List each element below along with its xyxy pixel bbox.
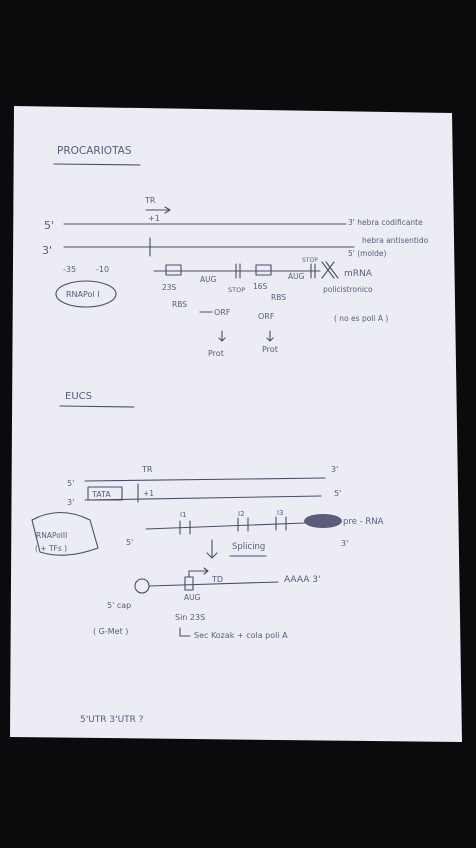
euc-three-prime-pre: 3' xyxy=(341,539,348,548)
prok-five-prime: 5' xyxy=(44,219,54,232)
prok-tr-label: TR xyxy=(144,196,156,205)
euc-scribble-blob xyxy=(304,514,342,528)
procariotas-heading: PROCARIOTAS xyxy=(57,145,132,157)
footer-utr-note: 5'UTR 3'UTR ? xyxy=(80,715,144,725)
euc-splicing-label: Splicing xyxy=(232,542,265,552)
euc-five-cap: 5' cap xyxy=(107,601,131,610)
prok-plus-one: +1 xyxy=(148,214,160,223)
prok-bottom-strand-label-1: hebra antisentido xyxy=(362,236,429,245)
euc-pre-rna-line xyxy=(145,522,306,530)
euc-polymerase-bubble xyxy=(31,511,99,556)
prok-orf-2: ORF xyxy=(258,312,275,321)
euc-intron-2: I2 xyxy=(238,510,245,518)
prok-16s-1: 16S xyxy=(253,282,268,291)
prok-bottom-strand-label-2: 5' (molde) xyxy=(348,249,386,258)
prok-policistronic-label: policistronico xyxy=(323,285,373,294)
prok-down-arrow-2 xyxy=(266,330,274,342)
prok-orf-1: ORF xyxy=(214,308,231,317)
procariotas-heading-underline xyxy=(53,163,141,166)
prok-tr-arrow xyxy=(145,206,171,214)
prok-rbs-box-1 xyxy=(165,264,182,276)
prok-minus10: -10 xyxy=(96,265,109,274)
euc-tata-label: TATA xyxy=(91,490,111,499)
prok-23s-1: 23S xyxy=(162,283,177,292)
prok-terminator-mark xyxy=(321,261,339,279)
euc-intron-1: I1 xyxy=(180,511,187,519)
prok-mrna-label: mRNA xyxy=(344,269,373,279)
paper-sheet xyxy=(10,106,462,742)
euc-polymerase-1: RNAPolII xyxy=(36,531,67,540)
prok-stop-2: STOP xyxy=(302,257,318,264)
euc-poly-a: AAAA 3' xyxy=(284,575,320,585)
prok-rbs-2: RBS xyxy=(271,293,286,302)
euc-five-prime-right: 5' xyxy=(334,489,341,498)
euc-splicing-arrow xyxy=(206,539,218,559)
euc-td-arrow xyxy=(188,567,209,578)
prok-stop-1: STOP xyxy=(228,286,245,294)
euc-tr-label: TR xyxy=(141,465,153,474)
prok-polymerase: RNAPol I xyxy=(66,290,100,299)
prok-top-strand-label: 3' hebra codificante xyxy=(348,218,423,227)
prok-prot-2: Prot xyxy=(262,345,278,354)
prok-prot-1: Prot xyxy=(208,349,224,358)
euc-bottom-strand xyxy=(84,495,322,501)
euc-kozak-arrow xyxy=(179,627,191,637)
euc-aug-label: AUG xyxy=(184,593,201,602)
prok-aug-1: AUG xyxy=(200,275,217,284)
prok-minus35: -35 xyxy=(63,265,76,274)
prok-down-arrow-1 xyxy=(218,330,226,342)
euc-five-prime: 5' xyxy=(67,479,74,488)
euc-td-label: TD xyxy=(211,575,223,584)
euc-three-prime-left: 3' xyxy=(67,498,74,507)
prok-polymerase-bubble xyxy=(55,280,117,308)
euc-pre-rna-label: pre - RNA xyxy=(343,517,384,527)
prok-rbs-box-2 xyxy=(255,264,272,276)
euc-mrna-line xyxy=(148,581,279,587)
euc-plus-one: +1 xyxy=(143,489,154,498)
euc-polymerase-2: ( + TFs ) xyxy=(35,544,67,553)
eucs-heading: EUCS xyxy=(65,391,92,402)
euc-top-strand xyxy=(84,477,326,482)
euc-kozak: Sec Kozak + cola poli A xyxy=(194,631,288,640)
prok-three-prime: 3' xyxy=(42,244,52,257)
euc-sin-23s: Sin 23S xyxy=(175,613,205,622)
prok-no-poly-a: ( no es poli A ) xyxy=(334,314,388,323)
euc-cap-detail: ( G-Met ) xyxy=(93,627,128,636)
euc-tata-box xyxy=(87,486,123,501)
euc-five-prime-pre: 5' xyxy=(126,538,133,547)
prok-aug-2: AUG xyxy=(288,272,305,281)
prok-rbs-1: RBS xyxy=(172,300,187,309)
euc-intron-3: I3 xyxy=(277,509,284,517)
euc-three-prime-top: 3' xyxy=(331,465,338,474)
eucs-heading-underline xyxy=(59,405,135,408)
